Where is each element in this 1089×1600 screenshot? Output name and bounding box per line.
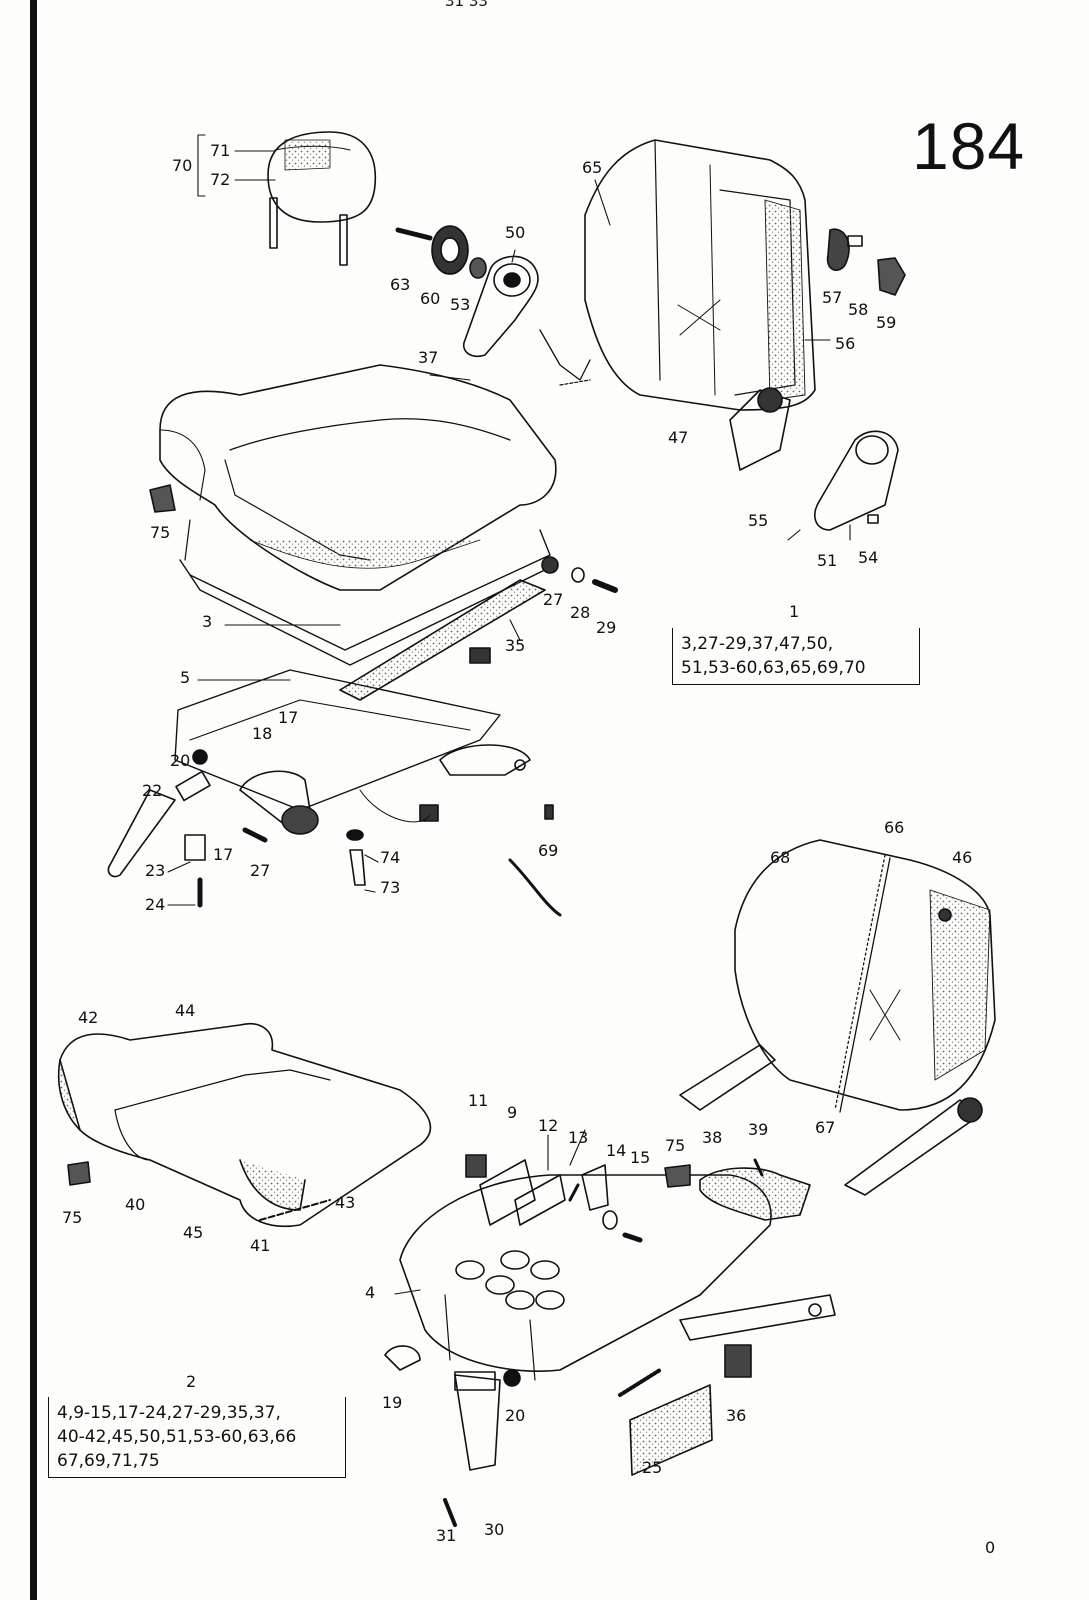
kit-contents-line: 67,69,71,75	[57, 1451, 160, 1471]
part-label: 20	[505, 1406, 526, 1425]
kit-number: 2	[186, 1372, 197, 1391]
backrest-assembly-part	[540, 140, 815, 470]
part-label: 20	[170, 751, 191, 770]
part-label: 27	[543, 590, 564, 609]
side-cover-part	[815, 431, 898, 530]
leader-lines	[168, 135, 850, 1294]
part-label: 12	[538, 1116, 559, 1135]
part-label: 73	[380, 878, 401, 897]
part-label: 5	[180, 668, 191, 687]
part-label: 57	[822, 288, 843, 307]
seat-cushion-lower-part	[59, 1024, 431, 1227]
part-label: 39	[748, 1120, 769, 1139]
part-label: 40	[125, 1195, 146, 1214]
kit-contents-line: 51,53-60,63,65,69,70	[681, 658, 866, 678]
part-label: 25	[642, 1458, 663, 1477]
part-label: 72	[210, 170, 231, 189]
part-label: 70	[172, 156, 193, 175]
part-label: 36	[726, 1406, 747, 1425]
adjuster-knob-group	[398, 226, 486, 278]
recliner-cover-part	[464, 256, 538, 356]
part-label: 46	[952, 848, 973, 867]
part-label: 75	[665, 1136, 686, 1155]
stray-mark: 0	[985, 1538, 996, 1557]
part-label: 24	[145, 895, 166, 914]
part-label: 63	[390, 275, 411, 294]
part-label: 45	[183, 1223, 204, 1242]
page-binding-edge	[30, 0, 37, 1600]
part-label: 54	[858, 548, 879, 567]
part-label: 4	[365, 1283, 376, 1302]
part-label: 68	[770, 848, 791, 867]
backrest-assembly-second	[680, 840, 995, 1195]
part-label: 17	[278, 708, 299, 727]
seat-pan-part	[385, 1155, 835, 1525]
part-label: 51	[817, 551, 838, 570]
headrest-part	[268, 132, 375, 265]
part-label: 71	[210, 141, 231, 160]
seat-cushion-upper-part	[150, 365, 615, 700]
part-label: 14	[606, 1141, 627, 1160]
part-label: 3	[202, 612, 213, 631]
top-fragment-text: 31 33	[445, 0, 488, 10]
part-label: 43	[335, 1193, 356, 1212]
part-label: 56	[835, 334, 856, 353]
part-label: 58	[848, 300, 869, 319]
part-label: 31	[436, 1526, 457, 1545]
part-label: 22	[142, 781, 163, 800]
part-label: 27	[250, 861, 271, 880]
part-label: 13	[568, 1128, 589, 1147]
part-label: 30	[484, 1520, 505, 1539]
part-label: 59	[876, 313, 897, 332]
part-label: 41	[250, 1236, 271, 1255]
part-label: 11	[468, 1091, 489, 1110]
part-label: 35	[505, 636, 526, 655]
part-label: 75	[62, 1208, 83, 1227]
kit-contents-line: 4,9-15,17-24,27-29,35,37,	[57, 1403, 281, 1423]
kit-contents-line: 40-42,45,50,51,53-60,63,66	[57, 1427, 297, 1447]
part-label: 15	[630, 1148, 651, 1167]
lever-knob-group	[828, 229, 905, 295]
kit-contents-box: 3,27-29,37,47,50, 51,53-60,63,65,69,70	[672, 628, 920, 685]
part-label: 37	[418, 348, 439, 367]
part-label: 66	[884, 818, 905, 837]
page-number: 184	[912, 109, 1026, 183]
part-label: 74	[380, 848, 401, 867]
part-label: 65	[582, 158, 603, 177]
seat-subframe-part	[108, 670, 560, 915]
part-label: 75	[150, 523, 171, 542]
part-label: 19	[382, 1393, 403, 1412]
part-label: 42	[78, 1008, 99, 1027]
part-label: 53	[450, 295, 471, 314]
part-label: 18	[252, 724, 273, 743]
part-label: 28	[570, 603, 591, 622]
part-label: 29	[596, 618, 617, 637]
kit-contents-box: 4,9-15,17-24,27-29,35,37, 40-42,45,50,51…	[48, 1397, 346, 1478]
part-label: 47	[668, 428, 689, 447]
part-label: 67	[815, 1118, 836, 1137]
part-label: 44	[175, 1001, 196, 1020]
part-label: 55	[748, 511, 769, 530]
part-label: 17	[213, 845, 234, 864]
part-label: 9	[507, 1103, 518, 1122]
part-label: 60	[420, 289, 441, 308]
part-label: 50	[505, 223, 526, 242]
part-label: 23	[145, 861, 166, 880]
part-label: 38	[702, 1128, 723, 1147]
kit-contents-line: 3,27-29,37,47,50,	[681, 634, 834, 654]
kit-number: 1	[789, 602, 800, 621]
part-label: 69	[538, 841, 559, 860]
